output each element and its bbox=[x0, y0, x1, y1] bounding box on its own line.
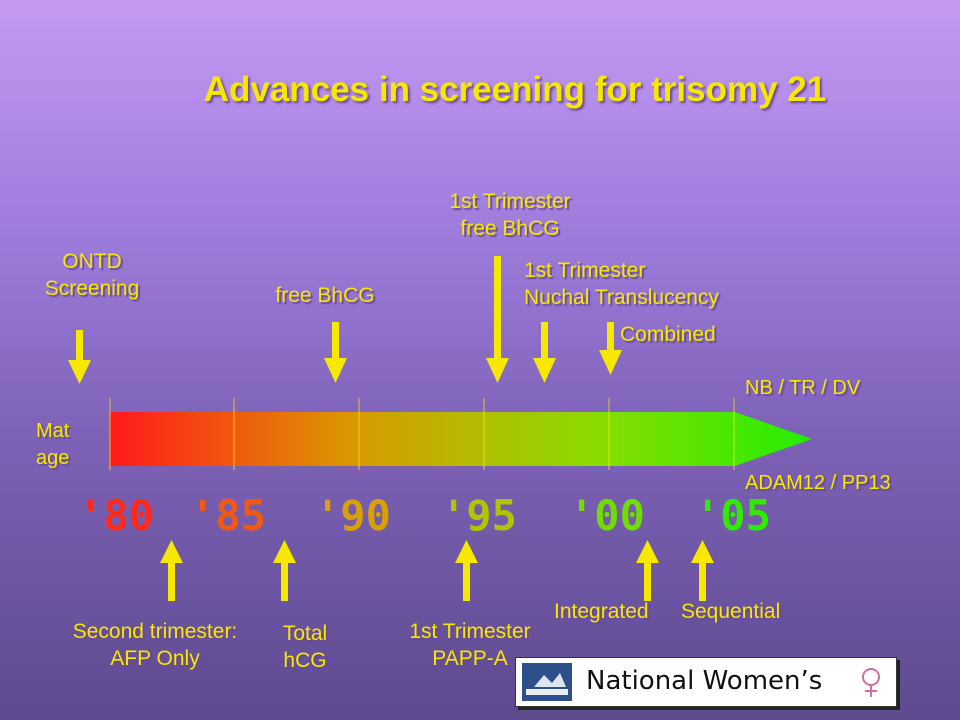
year-label: '05 bbox=[695, 491, 771, 540]
arrow-free-bhcg bbox=[324, 322, 347, 383]
down-arrows bbox=[68, 256, 622, 384]
arrow-ontd bbox=[68, 330, 91, 384]
womens-symbol-icon bbox=[862, 668, 880, 697]
label-first-trimester-nuchal: 1st Trimester Nuchal Translucency bbox=[524, 259, 719, 309]
label-free-bhcg: free ΒhCG bbox=[275, 284, 375, 307]
label-second-trimester: Second trimester: AFP Only bbox=[72, 620, 238, 670]
page-title: Advances in screening for trisomy 21 bbox=[203, 70, 827, 109]
arrow-combined bbox=[599, 322, 622, 375]
logo-text: National Women’s bbox=[586, 666, 823, 696]
label-nb-tr-dv: NB / TR / DV bbox=[745, 377, 861, 399]
label-mat-age: Mat age bbox=[36, 420, 70, 469]
timeline-bar bbox=[110, 412, 812, 466]
label-total-hcg: Total hCG bbox=[282, 622, 328, 672]
year-labels: '80 '85 '90 '95 '00 '05 bbox=[78, 491, 771, 540]
year-label: '85 bbox=[190, 491, 266, 540]
label-first-trimester-pappa: 1st Trimester PAPP-A bbox=[409, 620, 531, 670]
timeline-ticks bbox=[109, 398, 735, 470]
arrow-first-tri-free-bhcg bbox=[486, 256, 509, 383]
national-womens-logo: National Women’s bbox=[515, 657, 897, 707]
label-ontd-screening: ONTD Screening bbox=[44, 250, 140, 300]
auckland-logo-icon bbox=[522, 663, 572, 701]
arrow-total-hcg bbox=[273, 540, 296, 601]
year-label: '80 bbox=[78, 491, 154, 540]
arrow-second-trimester bbox=[160, 540, 183, 601]
year-label: '00 bbox=[569, 491, 645, 540]
label-first-trimester-free-bhcg: 1st Trimester free ΒhCG bbox=[449, 190, 571, 240]
label-sequential: Sequential bbox=[681, 600, 781, 623]
label-adam12-pp13: ADAM12 / PP13 bbox=[745, 472, 891, 494]
arrow-first-tri-pappa bbox=[455, 540, 478, 601]
year-label: '95 bbox=[441, 491, 517, 540]
arrow-integrated bbox=[636, 540, 659, 601]
year-label: '90 bbox=[315, 491, 391, 540]
label-combined: Combined bbox=[620, 323, 716, 346]
label-integrated: Integrated bbox=[554, 600, 649, 623]
up-arrows bbox=[160, 540, 714, 601]
arrow-first-tri-nt bbox=[533, 322, 556, 383]
arrow-sequential bbox=[691, 540, 714, 601]
auckland-badge-icon bbox=[522, 663, 572, 701]
